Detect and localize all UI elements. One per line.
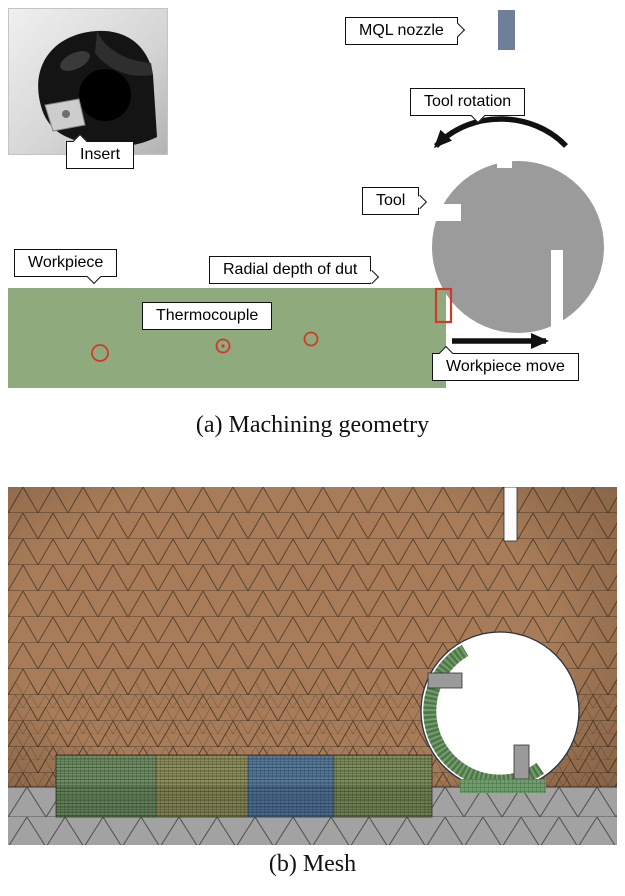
- mesh-tool-insert: [513, 744, 530, 780]
- mql-nozzle-label: MQL nozzle: [345, 17, 458, 45]
- insert-photo: [8, 8, 168, 155]
- mesh-nozzle-slot: [503, 486, 518, 542]
- thermocouple-marker: [303, 331, 319, 347]
- workpiece-label: Workpiece: [14, 249, 118, 277]
- cutter-photo-shape: [38, 30, 157, 147]
- tool-rotation-arrow: [433, 116, 569, 149]
- mesh-fine-blocks: [55, 754, 433, 818]
- radial-depth-label: Radial depth of dut: [209, 256, 372, 284]
- mql-nozzle-shape: [498, 10, 515, 50]
- thermocouple-marker: [91, 344, 109, 362]
- thermocouple-label: Thermocouple: [142, 302, 273, 330]
- insert-photo-image: [9, 9, 167, 154]
- tool-label: Tool: [362, 187, 420, 215]
- panel-machining-geometry: Insert MQL nozzle Tool rotation Tool Wor…: [0, 0, 625, 460]
- mesh-image: [8, 486, 617, 845]
- thermocouple-markers: [91, 331, 319, 362]
- caption-panel-a: (a) Machining geometry: [195, 412, 430, 438]
- mesh-tool: [420, 631, 580, 791]
- tool-rotation-label: Tool rotation: [410, 88, 526, 116]
- insert-label: Insert: [66, 141, 135, 169]
- workpiece-move-label: Workpiece move: [432, 353, 579, 381]
- mesh-tool-insert: [427, 672, 463, 689]
- mesh-contact-patch: [460, 779, 546, 793]
- caption-panel-b: (b) Mesh: [268, 851, 357, 877]
- tool-shape: [429, 157, 604, 338]
- radial-depth-marker: [434, 287, 453, 324]
- panel-mesh: [8, 486, 617, 845]
- thermocouple-marker: [215, 338, 231, 354]
